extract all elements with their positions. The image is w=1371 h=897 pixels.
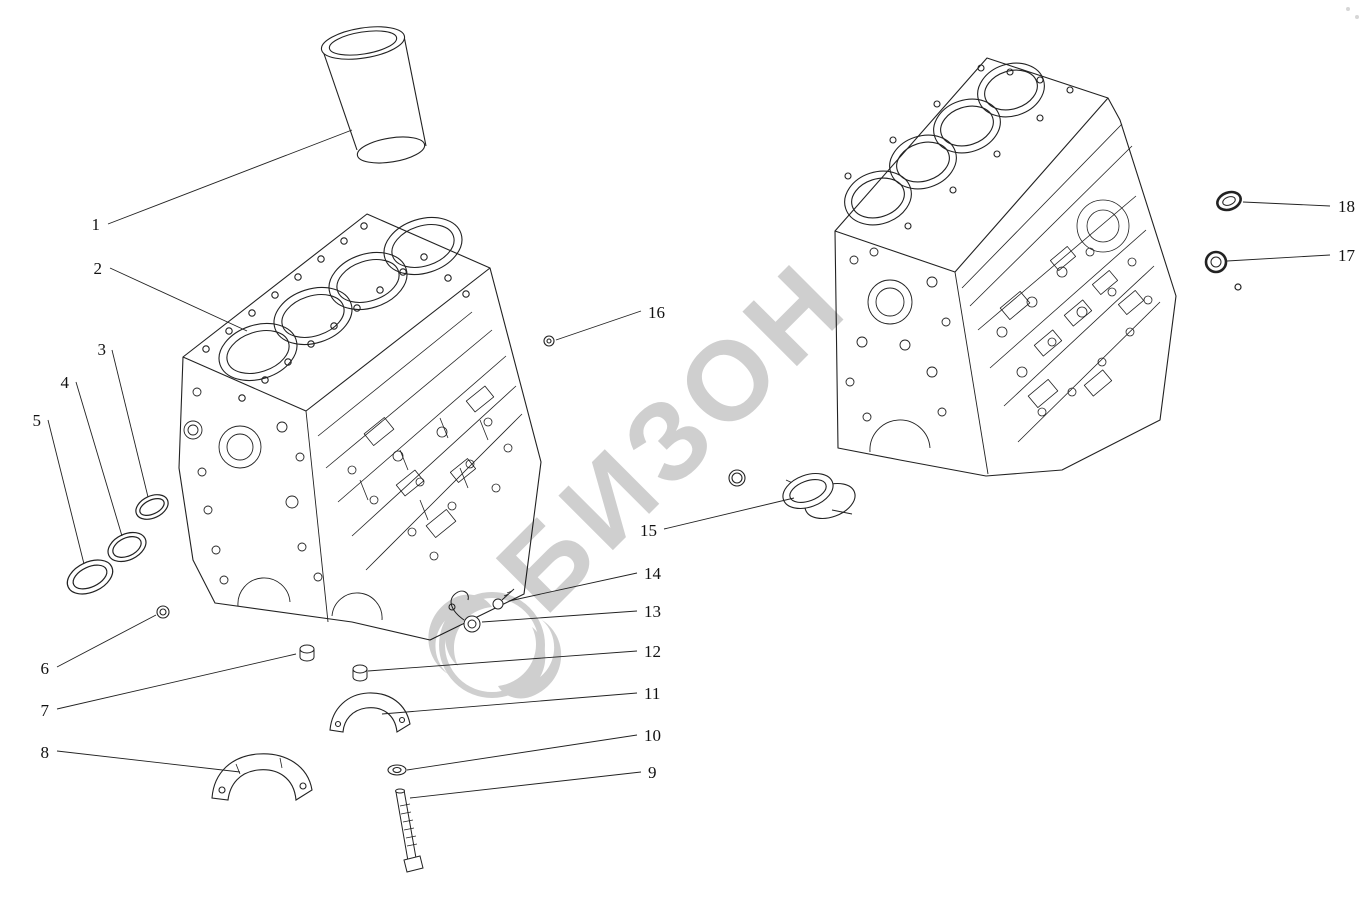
- leader-18: [1242, 201, 1331, 207]
- leader-16: [555, 310, 642, 341]
- leader-17: [1226, 254, 1331, 262]
- callout-label-1: 1: [92, 215, 101, 234]
- callout-label-11: 11: [644, 684, 660, 703]
- leader-11: [381, 692, 638, 715]
- leader-10: [406, 734, 638, 771]
- leader-7: [56, 653, 297, 710]
- left-block-front-face-details: [183, 387, 383, 621]
- callout-label-5: 5: [33, 411, 42, 430]
- leader-14: [508, 572, 638, 602]
- left-block-vertical-edge: [305, 410, 329, 623]
- seal-17: [1204, 250, 1242, 291]
- leader-3: [111, 349, 149, 498]
- right-block-vertical-edge: [954, 271, 989, 475]
- right-block-side-face-details: [961, 123, 1161, 443]
- bolt-9: [395, 788, 424, 873]
- camshaft-bushing-15: [782, 472, 856, 520]
- leader-8: [56, 750, 241, 773]
- left-block-side-face-details: [317, 311, 523, 571]
- main-bearing-cap-8: [211, 753, 313, 801]
- right-block-front-face-details: [845, 247, 951, 453]
- small-ring-near-15: [728, 469, 746, 487]
- leader-4: [75, 381, 123, 537]
- callout-label-10: 10: [644, 726, 661, 745]
- leader-5: [47, 419, 85, 565]
- right-block-deck-bolt-holes: [844, 64, 1074, 230]
- callout-label-18: 18: [1338, 197, 1355, 216]
- washer-10: [387, 764, 407, 776]
- callout-label-2: 2: [94, 259, 103, 278]
- callout-label-4: 4: [61, 373, 70, 392]
- leader-lines: [47, 129, 1331, 799]
- right-block-cylinder-bores: [844, 62, 1045, 226]
- callout-label-8: 8: [41, 743, 50, 762]
- dowel-7: [299, 644, 315, 662]
- callout-label-13: 13: [644, 602, 661, 621]
- left-block-deck-bolt-holes: [202, 222, 470, 402]
- left-engine-block: [178, 213, 542, 641]
- dowel-12: [352, 664, 368, 682]
- bolt-16: [543, 335, 555, 347]
- callout-label-14: 14: [644, 564, 662, 583]
- seal-ring-3: [135, 494, 169, 520]
- plug-6: [156, 605, 170, 619]
- left-block-cylinder-bores: [218, 216, 463, 382]
- leader-9: [409, 771, 642, 799]
- callout-label-7: 7: [41, 701, 50, 720]
- callout-label-6: 6: [41, 659, 50, 678]
- callout-label-9: 9: [648, 763, 657, 782]
- leader-1: [107, 129, 353, 225]
- thrust-bearing-cap-11: [329, 692, 411, 733]
- watermark-corner-fragment: [1346, 7, 1359, 19]
- leader-2: [109, 267, 248, 332]
- callout-label-15: 15: [640, 521, 657, 540]
- callout-label-3: 3: [98, 340, 107, 359]
- leader-12: [367, 650, 638, 672]
- callout-label-16: 16: [648, 303, 665, 322]
- watermark-logo-icon: [428, 592, 562, 699]
- leader-15: [663, 497, 795, 530]
- seal-18: [1216, 190, 1242, 212]
- right-block-silhouette: [834, 57, 1177, 477]
- leader-13: [481, 610, 638, 623]
- cylinder-liner: [320, 26, 427, 164]
- seal-ring-4: [107, 531, 147, 563]
- callout-label-12: 12: [644, 642, 661, 661]
- leader-6: [56, 614, 157, 668]
- right-engine-block: [834, 57, 1177, 477]
- callout-labels: 1 2 3 4 5 6 7 8 9 10 11 12 13 14 15 16 1…: [33, 197, 1356, 782]
- callout-label-17: 17: [1338, 246, 1356, 265]
- seal-ring-5: [66, 559, 114, 595]
